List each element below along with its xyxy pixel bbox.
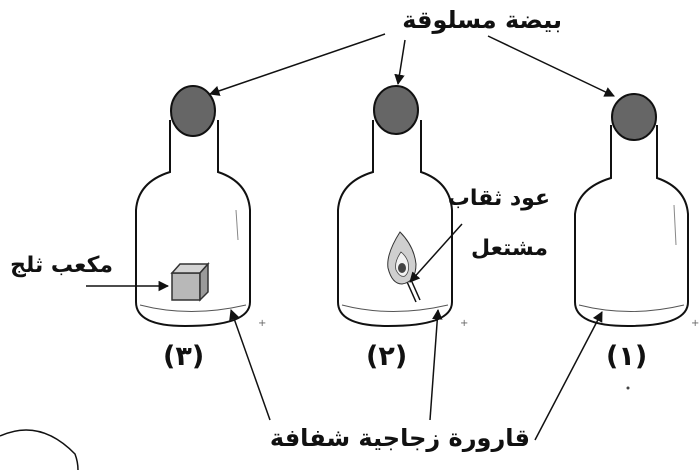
egg-arrow-3 [209,33,386,96]
svg-text:+: + [258,318,266,329]
bottle-3 [135,120,251,328]
bottle-number-1: (١) [606,341,648,372]
egg-3 [170,85,216,137]
match-arrow [409,223,463,283]
match-label-line1: عود ثقاب [447,186,550,211]
partial-circle [0,429,79,470]
svg-text:+: + [460,318,468,329]
bottle-1 [574,125,689,328]
bottle-arrow-1 [534,311,603,441]
svg-text:+: + [691,318,699,329]
bottle-arrow-2 [429,308,443,421]
egg-arrow-1 [487,35,615,97]
egg-arrow-2 [394,39,406,86]
egg-1 [611,93,657,141]
egg-2 [373,85,419,135]
ice-label: مكعب ثلج [10,253,113,278]
ice-cube [170,262,210,302]
burning-match [387,231,421,303]
bottle-label: قارورة زجاجية شفافة [269,424,530,452]
match-label-line2: مشتعل [470,236,548,261]
egg-label: بيضة مسلوقة [402,6,562,34]
bottle-number-2: (٢) [366,341,408,372]
bottle-arrow-3 [229,309,271,421]
bottle-2 [337,120,453,328]
bottle-number-3: (٣) [163,341,205,372]
